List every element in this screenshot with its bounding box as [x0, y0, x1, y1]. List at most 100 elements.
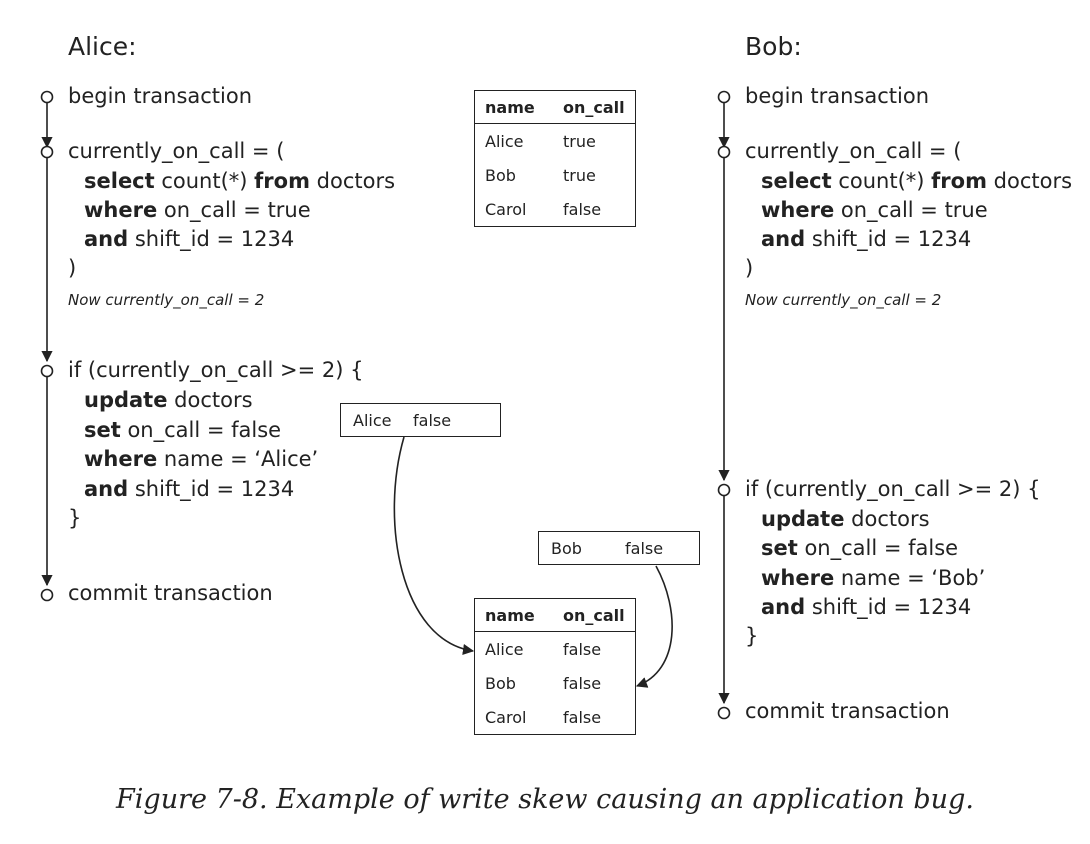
cell-on-call: true — [563, 165, 596, 185]
bob-set-line: set on_call = false — [761, 536, 958, 560]
bob-write-arrow — [635, 565, 673, 688]
code-text: doctors — [167, 388, 253, 412]
bob-commit-marker — [717, 706, 731, 720]
keyword: and — [84, 477, 129, 501]
alice-query-open: currently_on_call = ( — [68, 139, 285, 163]
code-text: on_call = true — [157, 198, 311, 222]
alice-commit-marker — [40, 588, 54, 602]
code-text: on_call = false — [120, 418, 282, 442]
write-box-name: Bob — [551, 538, 582, 558]
alice-begin-marker — [40, 90, 54, 104]
alice-read-marker — [40, 145, 54, 159]
alice-close-brace: } — [68, 506, 82, 530]
keyword: where — [84, 198, 158, 222]
bob-query-open: currently_on_call = ( — [745, 139, 962, 163]
code-text: doctors — [844, 507, 930, 531]
alice-and2-line: and shift_id = 1234 — [84, 477, 294, 501]
alice-write-marker — [40, 364, 54, 378]
column-header-on-call: on_call — [553, 90, 636, 124]
keyword: select — [761, 169, 832, 193]
table-row: Bob true — [475, 158, 636, 192]
table-header-row: name on_call — [474, 90, 636, 124]
alice-write-arrow — [393, 436, 475, 656]
keyword: set — [761, 536, 798, 560]
bob-write-box: Bob false — [538, 531, 700, 565]
table-row: Carol false — [475, 700, 636, 735]
keyword: from — [254, 169, 310, 193]
keyword: from — [931, 169, 987, 193]
keyword: where — [761, 198, 835, 222]
keyword: where — [761, 566, 835, 590]
alice-timeline — [40, 90, 54, 602]
cell-name: Bob — [485, 673, 516, 693]
alice-write-box: Alice false — [340, 403, 501, 437]
cell-name: Alice — [485, 639, 524, 659]
table-before: name on_call Alice true Bob true Carol f… — [474, 90, 636, 227]
code-text: doctors — [986, 169, 1073, 193]
alice-begin: begin transaction — [68, 84, 253, 108]
bob-select-line: select count(*) from doctors — [761, 169, 1072, 193]
alice-where2-line: where name = ‘Alice’ — [84, 447, 318, 471]
bob-begin: begin transaction — [745, 84, 930, 108]
table-row: Bob false — [475, 666, 636, 700]
bob-if-line: if (currently_on_call >= 2) { — [745, 477, 1041, 501]
alice-query-close: ) — [68, 256, 77, 280]
bob-write-marker — [717, 483, 731, 497]
cell-on-call: false — [563, 639, 602, 659]
write-box-value: false — [413, 410, 452, 430]
column-header-on-call: on_call — [553, 598, 636, 632]
bob-begin-marker — [717, 90, 731, 104]
write-box-name: Alice — [353, 410, 392, 430]
bob-heading: Bob: — [745, 32, 802, 61]
keyword: set — [84, 418, 121, 442]
code-text: shift_id = 1234 — [805, 595, 972, 619]
keyword: and — [761, 595, 806, 619]
keyword: update — [761, 507, 845, 531]
column-header-name: name — [474, 90, 553, 124]
keyword: where — [84, 447, 158, 471]
figure-caption: Figure 7-8. Example of write skew causin… — [116, 784, 974, 815]
cell-on-call: false — [563, 199, 602, 219]
table-row: Alice false — [475, 632, 636, 667]
alice-set-line: set on_call = false — [84, 418, 281, 442]
code-text: doctors — [309, 169, 396, 193]
cell-name: Bob — [485, 165, 516, 185]
cell-name: Alice — [485, 131, 524, 151]
bob-update-line: update doctors — [761, 507, 930, 531]
bob-and-line: and shift_id = 1234 — [761, 227, 971, 251]
table-row: Alice true — [475, 124, 636, 159]
keyword: and — [761, 227, 806, 251]
cell-name: Carol — [485, 199, 527, 219]
code-text: count(*) — [831, 169, 932, 193]
bob-read-marker — [717, 145, 731, 159]
table-after: name on_call Alice false Bob false Carol… — [474, 598, 636, 735]
code-text: on_call = false — [797, 536, 959, 560]
cell-on-call: true — [563, 131, 596, 151]
code-text: on_call = true — [834, 198, 988, 222]
cell-on-call: false — [563, 673, 602, 693]
alice-commit: commit transaction — [68, 581, 273, 605]
code-text: shift_id = 1234 — [805, 227, 972, 251]
bob-close-brace: } — [745, 624, 759, 648]
table-row: Carol false — [475, 192, 636, 227]
code-text: name = ‘Alice’ — [157, 447, 319, 471]
cell-on-call: false — [563, 707, 602, 727]
alice-and-line: and shift_id = 1234 — [84, 227, 294, 251]
bob-timeline — [717, 90, 731, 720]
table-header-row: name on_call — [474, 598, 636, 632]
keyword: update — [84, 388, 168, 412]
keyword: and — [84, 227, 129, 251]
alice-if-line: if (currently_on_call >= 2) { — [68, 358, 364, 382]
alice-heading: Alice: — [68, 32, 137, 61]
bob-note: Now currently_on_call = 2 — [745, 291, 942, 309]
keyword: select — [84, 169, 155, 193]
code-text: shift_id = 1234 — [128, 477, 295, 501]
code-text: name = ‘Bob’ — [834, 566, 986, 590]
alice-where-line: where on_call = true — [84, 198, 311, 222]
alice-update-line: update doctors — [84, 388, 253, 412]
code-text: count(*) — [154, 169, 255, 193]
bob-and2-line: and shift_id = 1234 — [761, 595, 971, 619]
alice-note: Now currently_on_call = 2 — [68, 291, 265, 309]
bob-query-close: ) — [745, 256, 754, 280]
